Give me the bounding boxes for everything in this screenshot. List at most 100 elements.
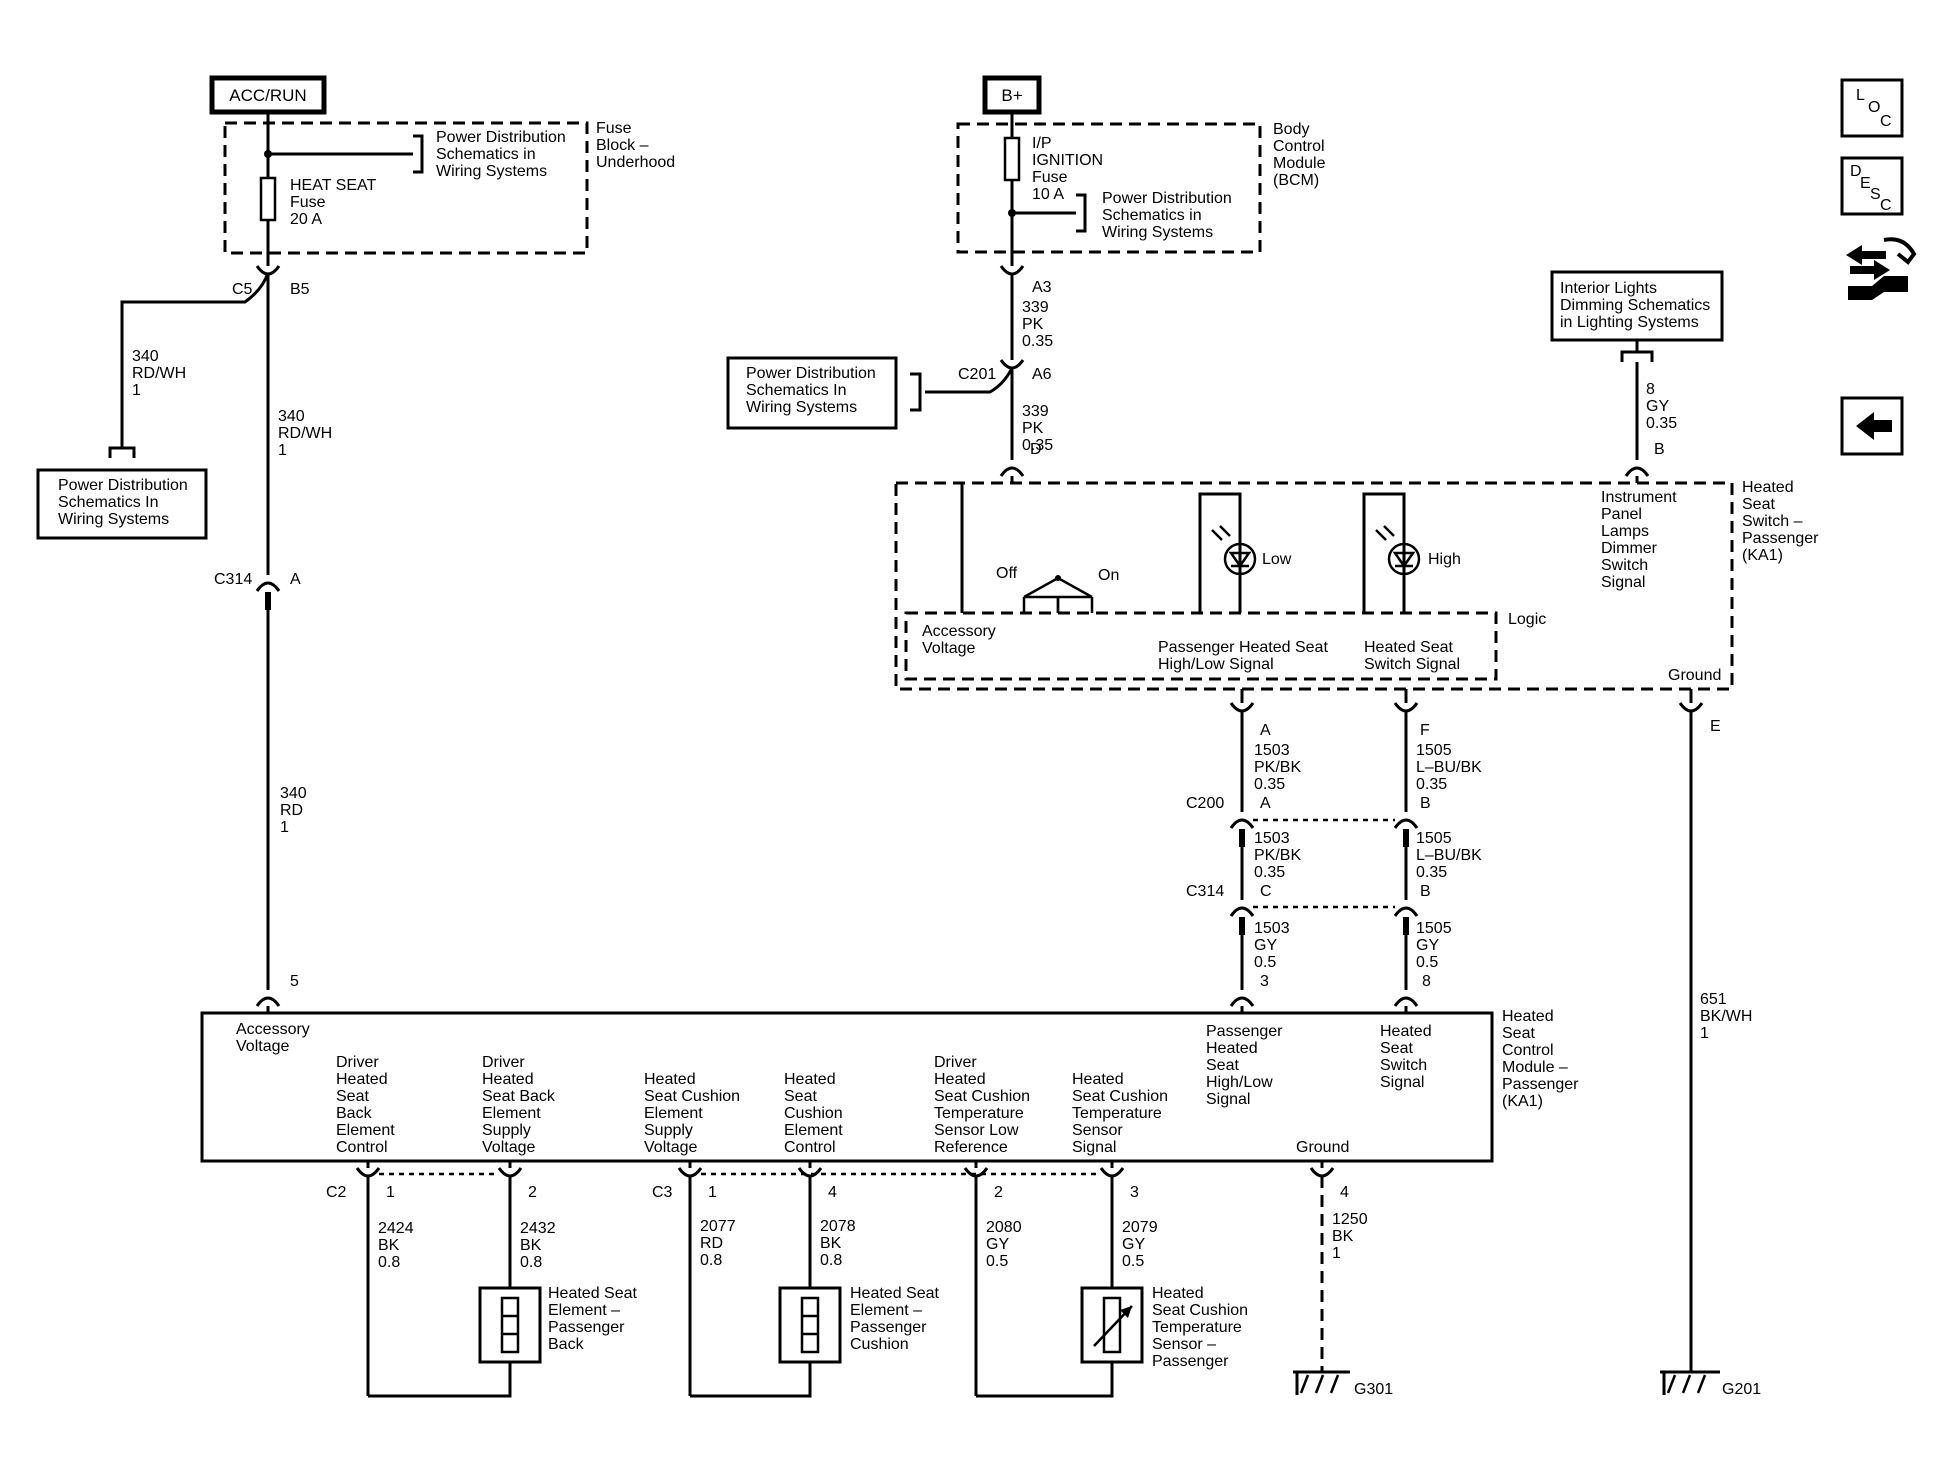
heated-seat-control-module: Heated Seat Control Module – Passenger (… (200, 1008, 1579, 1163)
low-label: Low (1262, 551, 1292, 568)
diagram-label: B (1654, 441, 1665, 458)
diagram-label: Element (644, 1105, 703, 1122)
diagram-label: Module (1273, 155, 1326, 172)
desc-button[interactable]: D E S C (1840, 156, 1904, 216)
diagram-label: 0.35 (1416, 864, 1447, 881)
fuse-block-underhood: Fuse Block – Underhood Power Distributio… (223, 120, 675, 255)
fuse-block-ref-1: Power Distribution (436, 129, 566, 146)
diagram-label: Cushion (850, 1336, 909, 1353)
switch-logic-box (904, 611, 1498, 681)
diagram-label: 2432 (520, 1220, 556, 1237)
power-distribution-ref-left: Power Distribution Schematics In Wiring … (36, 468, 208, 540)
diagram-label: Temperature (934, 1105, 1024, 1122)
diagram-label: Panel (1601, 506, 1642, 523)
diagram-label: Heated (1206, 1040, 1258, 1057)
wrench-arrows-icon[interactable] (1846, 237, 1917, 300)
fuse-block-ref-3: Wiring Systems (436, 163, 547, 180)
heat-seat-fuse-2: Fuse (290, 194, 326, 211)
diagram-label: High/Low Signal (1158, 656, 1274, 673)
diagram-label: 8 (1422, 973, 1431, 990)
diagram-label: 0.5 (986, 1253, 1008, 1270)
diagram-label: Heated (1152, 1285, 1204, 1302)
diagram-label: (BCM) (1273, 172, 1319, 189)
power-distribution-ref-mid: Power Distribution Schematics In Wiring … (726, 356, 898, 430)
diagram-label: 1505 (1416, 830, 1452, 847)
diagram-label: 0.35 (1254, 864, 1285, 881)
diagram-label: Passenger Heated Seat (1158, 639, 1328, 656)
heated-seat-switch-passenger: Heated Seat Switch – Passenger (KA1) Off… (894, 479, 1819, 691)
diagram-label: Power Distribution (58, 477, 188, 494)
diagram-label: L–BU/BK (1416, 847, 1482, 864)
diagram-label: Element – (548, 1302, 620, 1319)
diagram-label: 2079 (1122, 1219, 1158, 1236)
low-lamp-icon (1223, 542, 1257, 576)
diagram-label: Signal (1601, 574, 1645, 591)
diagram-label: Schematics In (58, 494, 158, 511)
diagram-label: D (1850, 163, 1862, 180)
body-control-module: Body Control Module (BCM) I/P IGNITION F… (956, 121, 1326, 254)
diagram-label: in Lighting Systems (1560, 314, 1699, 331)
diagram-label: Control (336, 1139, 388, 1156)
diagram-label: 1503 (1254, 830, 1290, 847)
diagram-label: 340 (280, 785, 307, 802)
diagram-label: (KA1) (1502, 1093, 1543, 1110)
diagram-label: 2 (528, 1184, 537, 1201)
diagram-label: S (1870, 186, 1881, 203)
diagram-label: Heated (644, 1071, 696, 1088)
diagram-label: Dimming Schematics (1560, 297, 1710, 314)
heated-seat-element-cushion: Heated Seat Element – Passenger Cushion (778, 1285, 940, 1364)
diagram-label: 2080 (986, 1219, 1022, 1236)
diagram-label: Module – (1502, 1059, 1568, 1076)
diagram-label: 1503 (1254, 742, 1290, 759)
diagram-label: High/Low (1206, 1074, 1273, 1091)
diagram-label: 1 (1700, 1025, 1709, 1042)
diagram-label: 1250 (1332, 1211, 1368, 1228)
diagram-label: Passenger (1502, 1076, 1579, 1093)
diagram-label: Sensor (1072, 1122, 1123, 1139)
ignition-fuse-symbol (1003, 136, 1021, 182)
diagram-label: 2424 (378, 1220, 414, 1237)
b-plus-label: B+ (982, 75, 1042, 115)
diagram-label: 0.35 (1646, 415, 1677, 432)
diagram-label: BK (520, 1237, 542, 1254)
loc-button[interactable]: L O C (1840, 78, 1904, 138)
diagram-label: 1 (1332, 1245, 1341, 1262)
diagram-label: A (1260, 722, 1271, 739)
diagram-label: Passenger (1742, 530, 1819, 547)
diagram-label: Temperature (1072, 1105, 1162, 1122)
diagram-label: Heated (1742, 479, 1794, 496)
diagram-label: Heated (934, 1071, 986, 1088)
diagram-label: Voltage (644, 1139, 697, 1156)
diagram-label: RD (280, 802, 303, 819)
back-arrow-button[interactable] (1840, 396, 1904, 456)
diagram-label: Driver (482, 1054, 525, 1071)
diagram-label: Seat (784, 1088, 817, 1105)
diagram-label: B+ (1001, 86, 1022, 105)
diagram-label: 10 A (1032, 186, 1064, 203)
diagram-label: A3 (1032, 279, 1052, 296)
diagram-label: Switch (1601, 557, 1648, 574)
diagram-label: BK (378, 1237, 400, 1254)
diagram-label: Supply (644, 1122, 693, 1139)
diagram-label: BK (820, 1235, 842, 1252)
diagram-label: Heated Seat (548, 1285, 638, 1302)
c314-label-left: C314 (214, 571, 252, 588)
diagram-label: Passenger (850, 1319, 927, 1336)
diagram-label: Seat Cushion (1072, 1088, 1168, 1105)
diagram-label: A6 (1032, 366, 1052, 383)
diagram-label: Power Distribution (746, 365, 876, 382)
diagram-label: Sensor – (1152, 1336, 1216, 1353)
diagram-label: A (290, 571, 301, 588)
diagram-label: Ground (1296, 1139, 1349, 1156)
diagram-label: 1 (386, 1184, 395, 1201)
fuse-block-ref-2: Schematics in (436, 146, 536, 163)
diagram-label: Interior Lights (1560, 280, 1657, 297)
diagram-label: Logic (1508, 611, 1546, 628)
diagram-label: Element (482, 1105, 541, 1122)
fuse-block-name-2: Block – (596, 137, 649, 154)
diagram-label: Seat (1206, 1057, 1239, 1074)
diagram-label: Control (784, 1139, 836, 1156)
diagram-label: Ground (1668, 667, 1721, 684)
diagram-label: GY (1646, 398, 1669, 415)
diagram-label: 2077 (700, 1218, 736, 1235)
